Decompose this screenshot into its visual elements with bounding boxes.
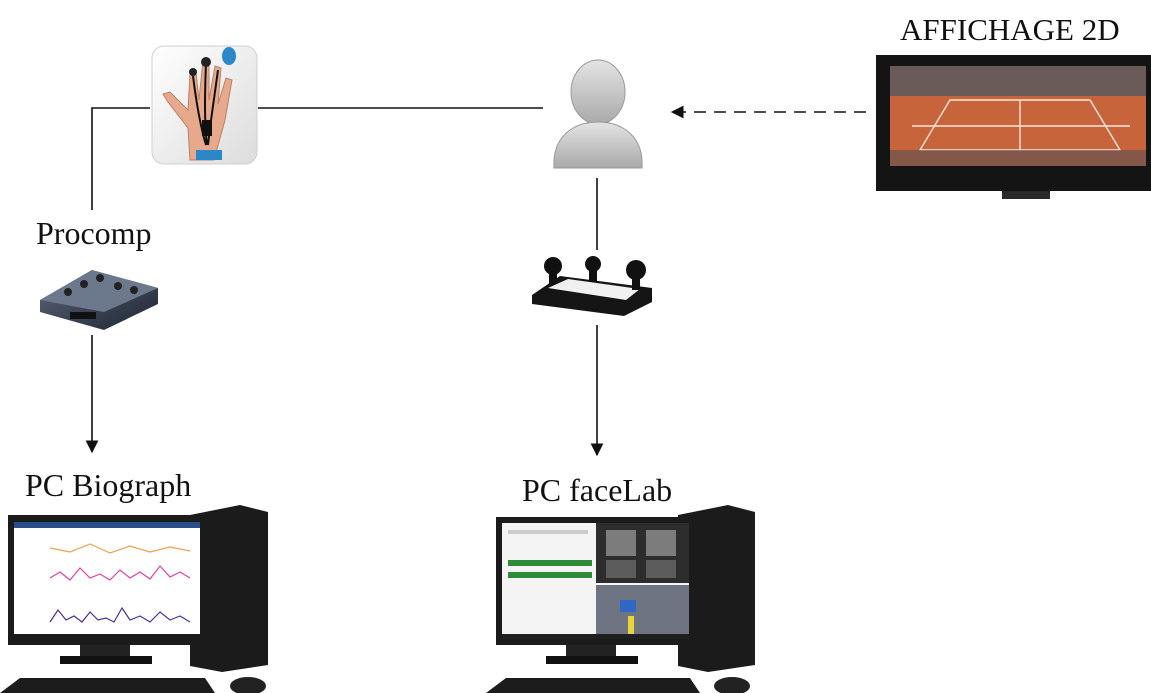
display-label: AFFICHAGE 2D (900, 12, 1120, 47)
pc-biograph-label: PC Biograph (25, 467, 192, 503)
connections (85, 105, 866, 457)
hand-sensor-icon (151, 45, 258, 165)
pc-facelab-label: PC faceLab (522, 472, 673, 508)
desktop-computer-icon (486, 505, 755, 693)
user-icon (553, 59, 643, 169)
desktop-computer-icon (0, 505, 268, 693)
hand-to-procomp-line (91, 107, 150, 210)
tv-display-icon (876, 55, 1151, 199)
facelab-camera-rig-icon (532, 256, 652, 316)
procomp-device-icon (40, 270, 158, 330)
procomp-label: Procomp (36, 215, 152, 251)
